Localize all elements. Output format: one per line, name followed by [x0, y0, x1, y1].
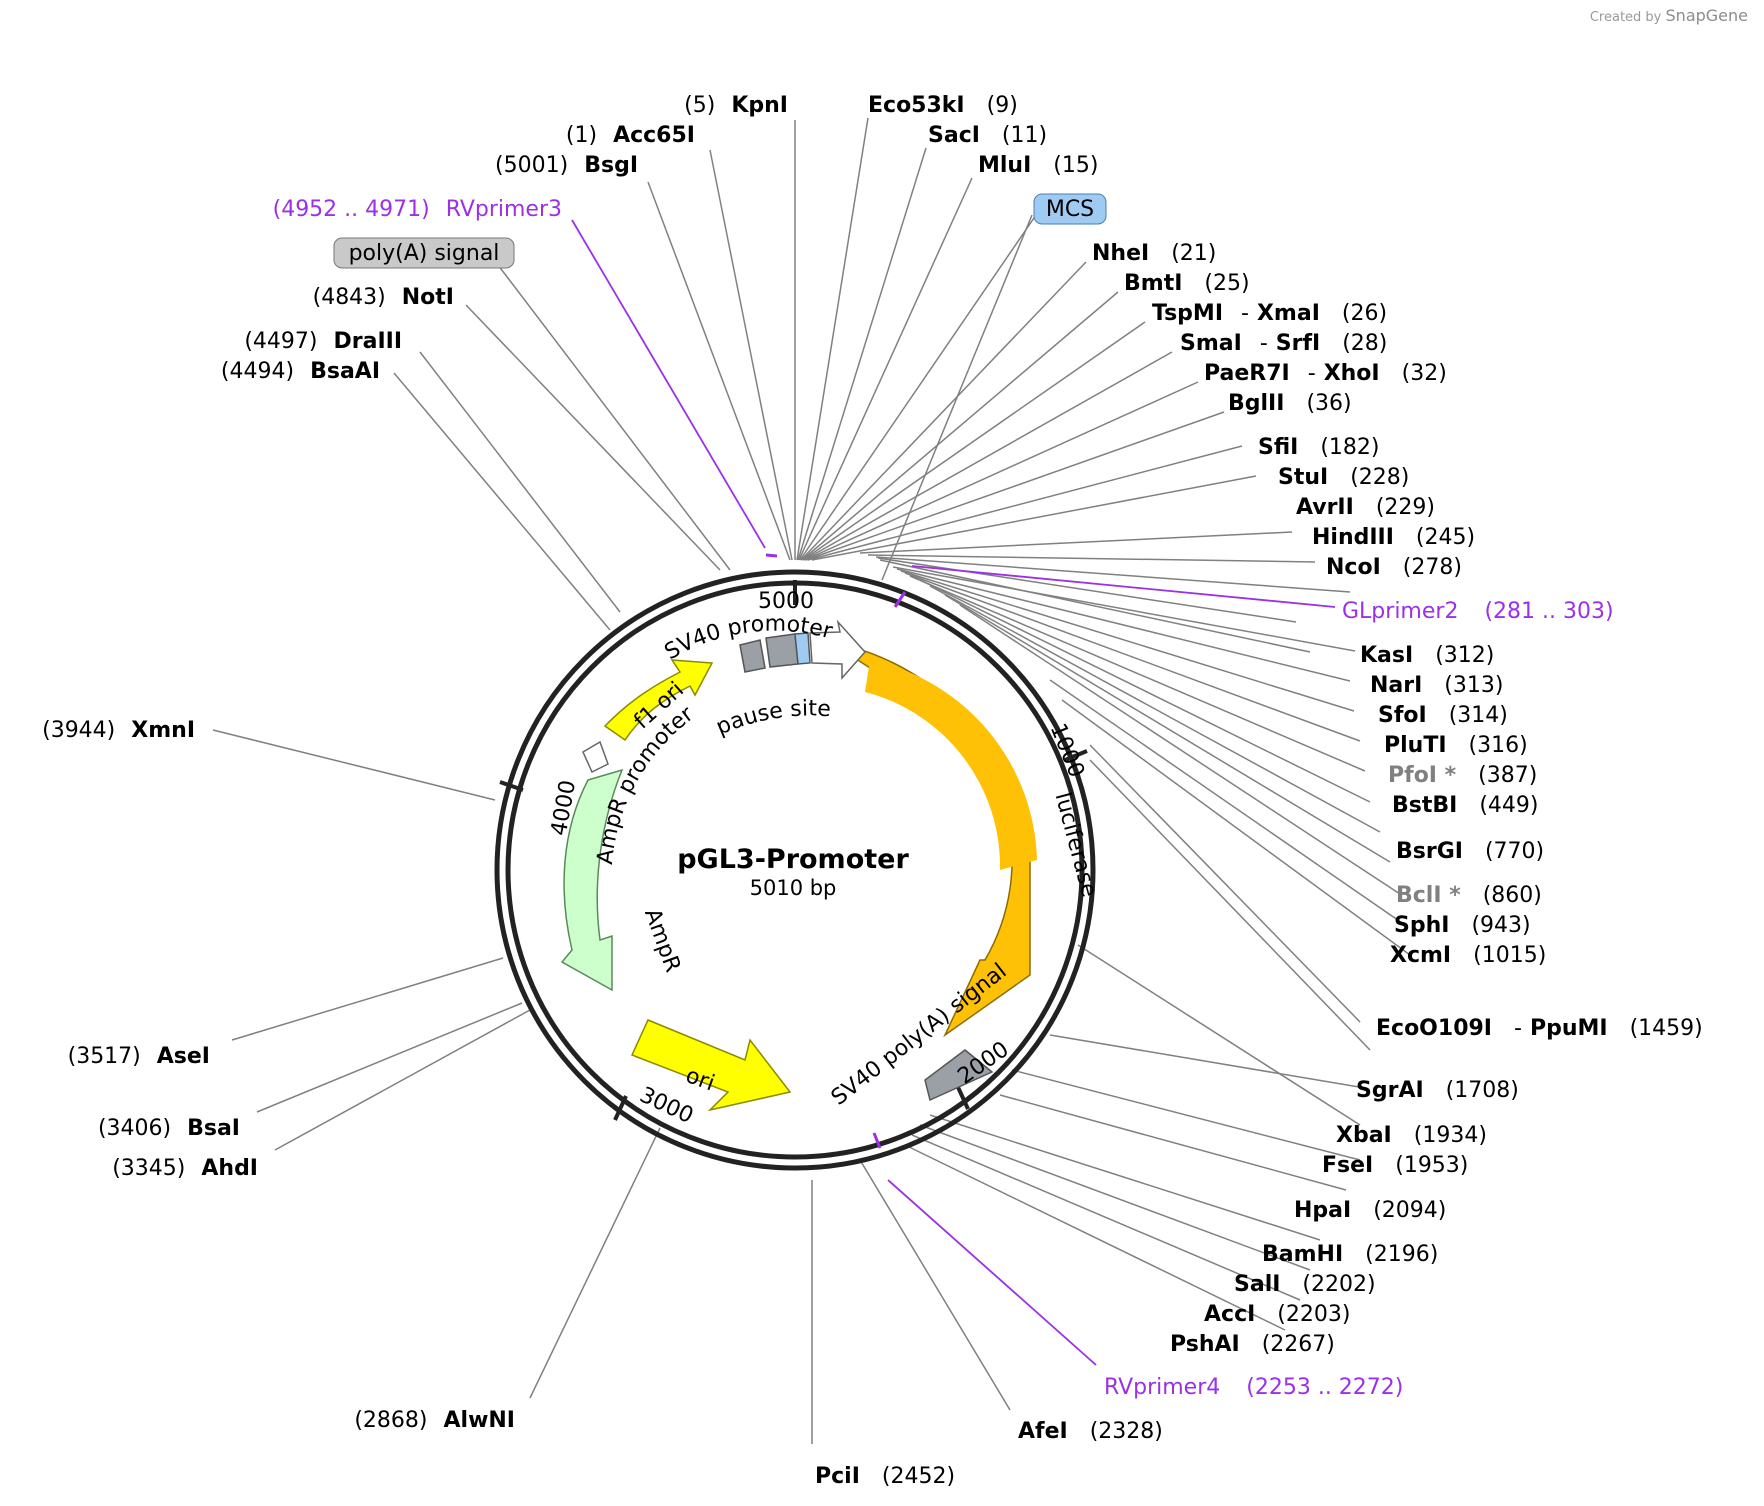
site-acc65i[interactable]: (1)Acc65I	[566, 123, 695, 148]
enzyme-labels: (5)KpnI (1)Acc65I (5001)BsgI (4843)NotI …	[42, 93, 1703, 1489]
site-xcmi[interactable]: XcmI(1015)	[1390, 943, 1546, 968]
site-avrii[interactable]: AvrII(229)	[1296, 495, 1435, 520]
site-ahdi[interactable]: (3345)AhdI	[112, 1156, 258, 1181]
site-eco0109i-ppumi[interactable]: EcoO109I-PpuMI(1459)	[1376, 1016, 1703, 1041]
site-kpni[interactable]: (5)KpnI	[684, 93, 788, 118]
f1-ori-feature[interactable]	[603, 659, 714, 742]
site-xbai[interactable]: XbaI(1934)	[1336, 1123, 1487, 1148]
mcs-callout-label: MCS	[1046, 197, 1094, 222]
site-nhei[interactable]: NheI(21)	[1092, 241, 1216, 266]
snapgene-credit: Created by SnapGene	[1590, 6, 1748, 25]
ampr-promoter-feature[interactable]	[582, 740, 609, 774]
polyA-signal-block[interactable]	[765, 633, 799, 668]
credit-prefix: Created by	[1589, 10, 1662, 25]
tick-label-1000: 1000	[1045, 720, 1089, 781]
ampr-feature[interactable]	[560, 768, 624, 992]
site-hpai[interactable]: HpaI(2094)	[1294, 1198, 1446, 1223]
snapgene-brand: SnapGene	[1665, 6, 1748, 25]
label-pause-site: pause site	[713, 696, 832, 740]
site-kasi[interactable]: KasI(312)	[1360, 643, 1494, 668]
site-pluti[interactable]: PluTI(316)	[1384, 733, 1528, 758]
ori-feature[interactable]	[630, 1019, 792, 1112]
primer-labels: (4952 .. 4971)RVprimer3 GLprimer2(281 ..…	[273, 197, 1614, 1400]
site-mlui[interactable]: MluI(15)	[978, 153, 1098, 178]
tick-label-3000: 3000	[636, 1083, 697, 1129]
site-bglii[interactable]: BglII(36)	[1228, 391, 1352, 416]
mcs-block[interactable]	[794, 632, 811, 665]
luciferase-body	[865, 660, 1037, 870]
primer-rvprimer3[interactable]: (4952 .. 4971)RVprimer3	[273, 197, 562, 222]
site-asei[interactable]: (3517)AseI	[68, 1044, 210, 1069]
site-ncoi[interactable]: NcoI(278)	[1326, 555, 1462, 580]
site-sali[interactable]: SalI(2202)	[1234, 1272, 1376, 1297]
pause-site-feature[interactable]	[739, 639, 766, 673]
site-tspmi-xmai[interactable]: TspMI-XmaI(26)	[1152, 301, 1387, 326]
site-afei[interactable]: AfeI(2328)	[1018, 1419, 1163, 1444]
site-fsei[interactable]: FseI(1953)	[1322, 1153, 1468, 1178]
primer-leader-lines	[571, 219, 1336, 1366]
site-sgrai[interactable]: SgrAI(1708)	[1356, 1078, 1519, 1103]
site-stui[interactable]: StuI(228)	[1278, 465, 1409, 490]
site-pcii[interactable]: PciI(2452)	[815, 1464, 955, 1489]
site-bsaai[interactable]: (4494)BsaAI	[221, 359, 380, 384]
site-bmti[interactable]: BmtI(25)	[1124, 271, 1250, 296]
plasmid-name: pGL3-Promoter	[677, 844, 909, 875]
site-paer7i-xhoi[interactable]: PaeR7I-XhoI(32)	[1204, 361, 1447, 386]
site-draiii[interactable]: (4497)DraIII	[244, 329, 402, 354]
site-saci[interactable]: SacI(11)	[928, 123, 1047, 148]
site-smai-srfi[interactable]: SmaI-SrfI(28)	[1180, 331, 1387, 356]
plasmid-size: 5010 bp	[750, 876, 837, 900]
site-sphi[interactable]: SphI(943)	[1394, 913, 1531, 938]
tick-marks	[499, 580, 1088, 1121]
site-sfoi[interactable]: SfoI(314)	[1378, 703, 1508, 728]
site-bsrgi[interactable]: BsrGI(770)	[1396, 839, 1544, 864]
primer-marks	[765, 553, 907, 1149]
site-bcli[interactable]: BclI *(860)	[1396, 883, 1542, 908]
label-ampr: AmpR	[639, 905, 685, 975]
backbone-outer	[494, 569, 1096, 1171]
site-sfii[interactable]: SfiI(182)	[1258, 435, 1380, 460]
mcs-callout-box	[1033, 193, 1107, 225]
site-pfoi[interactable]: PfoI *(387)	[1388, 763, 1537, 788]
site-pshai[interactable]: PshAI(2267)	[1170, 1332, 1335, 1357]
site-leader-lines	[212, 117, 1411, 1444]
site-bsgi[interactable]: (5001)BsgI	[495, 153, 638, 178]
polyA-callout-box	[333, 237, 515, 269]
site-eco53ki[interactable]: Eco53kI(9)	[868, 93, 1018, 118]
site-noti[interactable]: (4843)NotI	[313, 285, 454, 310]
site-nari[interactable]: NarI(313)	[1370, 673, 1503, 698]
polyA-callout-label: poly(A) signal	[349, 241, 500, 266]
tick-label-5000: 5000	[758, 589, 814, 614]
site-xmni[interactable]: (3944)XmnI	[42, 718, 195, 743]
primer-glprimer2[interactable]: GLprimer2(281 .. 303)	[1342, 599, 1614, 624]
site-alwni[interactable]: (2868)AlwNI	[354, 1408, 515, 1433]
site-bamhi[interactable]: BamHI(2196)	[1262, 1242, 1438, 1267]
sv40-promoter-feature[interactable]	[809, 619, 867, 680]
site-bstbi[interactable]: BstBI(449)	[1392, 793, 1539, 818]
site-acci[interactable]: AccI(2203)	[1204, 1302, 1350, 1327]
primer-rvprimer4[interactable]: RVprimer4(2253 .. 2272)	[1104, 1375, 1403, 1400]
site-bsai[interactable]: (3406)BsaI	[98, 1116, 240, 1141]
site-hindiii[interactable]: HindIII(245)	[1312, 525, 1475, 550]
sv40-polyA-feature[interactable]	[924, 1049, 994, 1102]
